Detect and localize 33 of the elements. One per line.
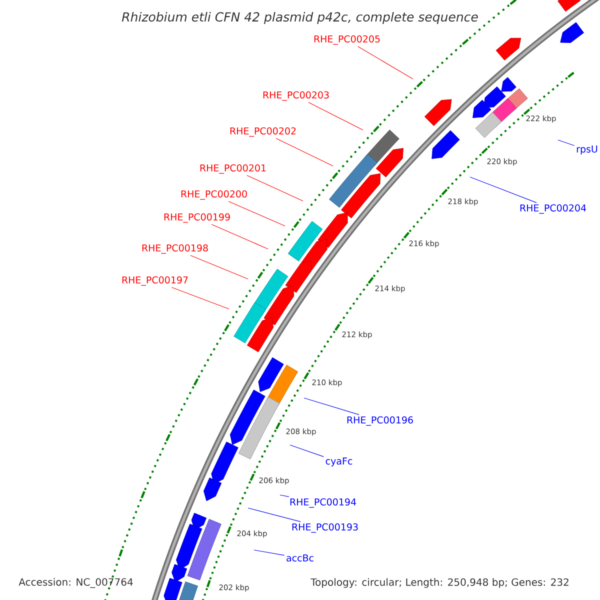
- gene-label: RHE_PC00201: [200, 164, 266, 174]
- gene-label: RHE_PC00193: [292, 523, 358, 533]
- leader-line: [304, 398, 360, 415]
- gene-label: RHE_PC00198: [142, 244, 208, 254]
- gene-label: RHE_PC00205: [314, 35, 380, 45]
- leader-line: [276, 138, 334, 166]
- gene-label: RHE_PC00203: [263, 91, 329, 101]
- leader-line: [290, 444, 324, 457]
- leader-line: [280, 494, 290, 497]
- gene-label: RHE_PC00194: [290, 498, 356, 508]
- gene-label: RHE_PC00196: [347, 416, 413, 426]
- leader-line: [171, 287, 230, 310]
- leader-line: [211, 224, 268, 250]
- gene-label: accBc: [286, 554, 314, 562]
- gene-label: cyaFc: [326, 458, 352, 466]
- title: Rhizobium etli CFN 42 plasmid p42c, complete sequence: [122, 12, 478, 24]
- leader-line: [246, 175, 304, 202]
- gene-label: RHE_PC00199: [164, 213, 230, 223]
- gene-label: RHE_PC00200: [181, 190, 247, 200]
- gene-label: RHE_PC00204: [520, 204, 586, 214]
- leader-line: [470, 176, 537, 203]
- info-text: Accession: NC_007764: [18, 578, 133, 588]
- leader-line: [228, 201, 286, 226]
- leader-line: [558, 140, 575, 146]
- leader-line: [190, 255, 248, 280]
- gene-label: rpsU: [576, 146, 598, 154]
- leader-line: [308, 102, 364, 130]
- info-text: Topology: circular; Length: 250,948 bp; Genes: 232: [310, 578, 568, 588]
- leader-line: [254, 550, 285, 556]
- gene-label: RHE_PC00197: [122, 276, 188, 286]
- gene-label: RHE_PC00202: [230, 127, 296, 137]
- leader-line: [357, 46, 414, 80]
- leader-line: [248, 508, 301, 522]
